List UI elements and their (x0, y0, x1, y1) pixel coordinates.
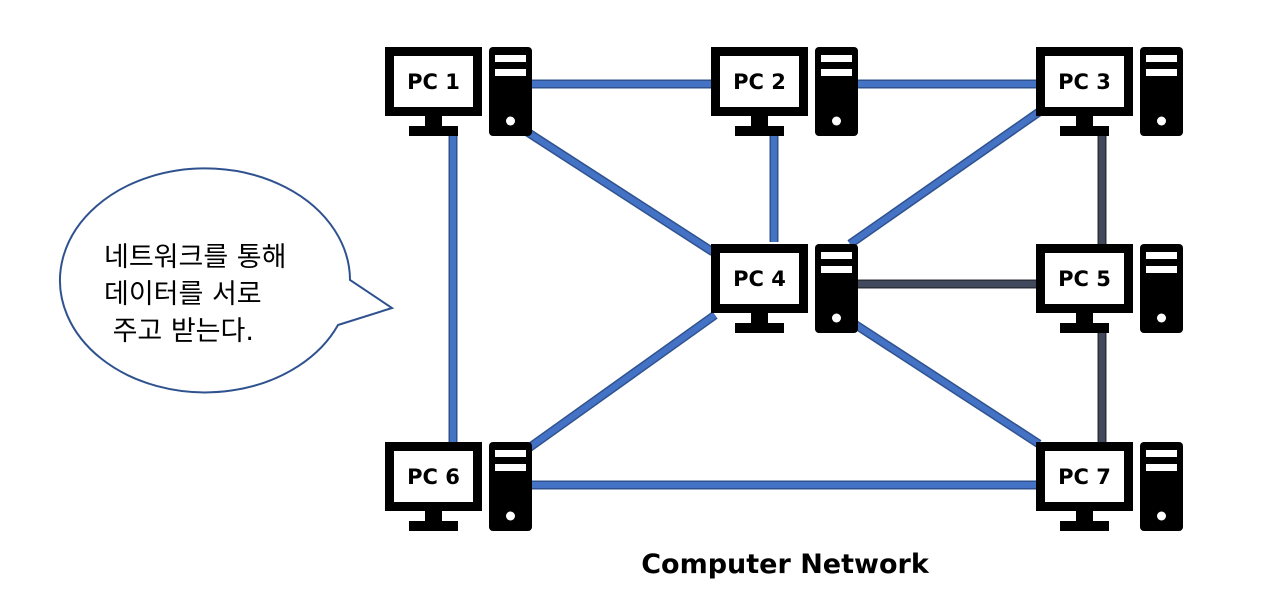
drive-bay (1146, 464, 1177, 471)
drive-bay (821, 69, 852, 76)
drive-bay (495, 450, 526, 457)
monitor-stand (1076, 116, 1093, 127)
bubble-line-2: 데이터를 서로 (104, 279, 262, 310)
pc-node-pc1: PC 1 (385, 47, 532, 136)
monitor-base (1060, 126, 1109, 136)
pc-node-pc4: PC 4 (711, 244, 858, 333)
power-button-icon (1157, 511, 1166, 521)
pc-node-pc5: PC 5 (1036, 244, 1183, 333)
pc-label: PC 5 (1058, 267, 1111, 291)
bubble-line-3: 주고 받는다. (104, 316, 254, 347)
link-line (519, 125, 715, 255)
monitor-screen (720, 253, 799, 304)
power-button-icon (506, 511, 515, 521)
monitor-screen (1045, 56, 1124, 107)
bubble-line-1: 네트워크를 통해 (104, 242, 286, 273)
monitor-stand (751, 116, 768, 127)
monitor-screen (1045, 451, 1124, 502)
drive-bay (495, 464, 526, 471)
pc-label: PC 3 (1058, 70, 1111, 94)
pc-label: PC 1 (407, 70, 460, 94)
drive-bay (821, 252, 852, 259)
drive-bay (821, 266, 852, 273)
power-button-icon (832, 313, 841, 323)
monitor-stand (751, 313, 768, 324)
monitor-base (735, 323, 784, 333)
pc-node-pc6: PC 6 (385, 442, 532, 531)
power-button-icon (1157, 313, 1166, 323)
monitor-stand (1076, 313, 1093, 324)
drive-bay (495, 69, 526, 76)
speech-bubble: 네트워크를 통해 데이터를 서로 주고 받는다. (59, 167, 395, 394)
link-line (848, 109, 1041, 247)
monitor-screen (1045, 253, 1124, 304)
drive-bay (495, 55, 526, 62)
drive-bay (1146, 266, 1177, 273)
monitor-stand (425, 116, 442, 127)
drive-bay (1146, 450, 1177, 457)
pc-node-pc3: PC 3 (1036, 47, 1183, 136)
speech-bubble-shape (59, 167, 395, 394)
pc-label: PC 2 (733, 70, 786, 94)
network-nodes: PC 1 PC 2 PC 3 PC 4 PC 5 PC 6 PC 7 (385, 47, 1183, 531)
pc-label: PC 4 (733, 267, 786, 291)
monitor-base (1060, 521, 1109, 531)
power-button-icon (506, 116, 515, 126)
monitor-screen (394, 56, 473, 107)
monitor-base (735, 126, 784, 136)
link-line (524, 312, 717, 453)
monitor-base (409, 126, 458, 136)
monitor-stand (1076, 511, 1093, 522)
drive-bay (821, 55, 852, 62)
monitor-screen (394, 451, 473, 502)
drive-bay (1146, 55, 1177, 62)
power-button-icon (1157, 116, 1166, 126)
pc-node-pc7: PC 7 (1036, 442, 1183, 531)
pc-node-pc2: PC 2 (711, 47, 858, 136)
pc-label: PC 6 (407, 465, 460, 489)
monitor-screen (720, 56, 799, 107)
monitor-base (1060, 323, 1109, 333)
link-pc4-pc7 (850, 319, 1042, 448)
link-pc4-pc6 (523, 311, 718, 454)
power-button-icon (832, 116, 841, 126)
monitor-base (409, 521, 458, 531)
diagram-caption: Computer Network (641, 549, 930, 580)
link-pc1-pc4 (518, 124, 716, 256)
link-pc3-pc4 (847, 108, 1042, 248)
link-line (851, 320, 1041, 447)
drive-bay (1146, 252, 1177, 259)
pc-label: PC 7 (1058, 465, 1111, 489)
drive-bay (1146, 69, 1177, 76)
network-links (448, 79, 1107, 490)
monitor-stand (425, 511, 442, 522)
